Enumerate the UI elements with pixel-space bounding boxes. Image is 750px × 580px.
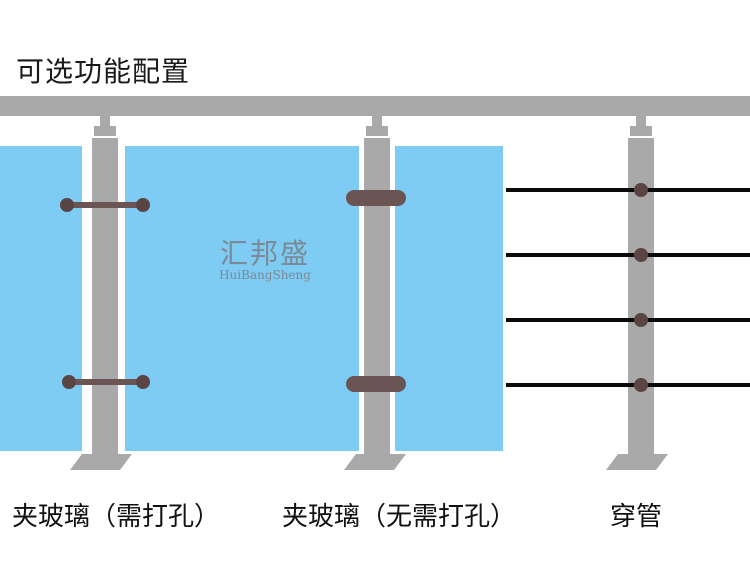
wire-4 xyxy=(506,383,750,387)
clamp-bottom xyxy=(346,376,406,392)
wire-hole xyxy=(634,378,648,392)
wire-3 xyxy=(506,318,750,322)
wire-hole xyxy=(634,313,648,327)
post-3-cap xyxy=(630,126,652,136)
post-1-cap xyxy=(94,126,116,136)
post-2 xyxy=(364,138,390,456)
glass-panel-1 xyxy=(0,146,82,451)
label-clamp-glass-drilled: 夹玻璃（需打孔） xyxy=(12,502,221,532)
drilled-clamp-bolt xyxy=(136,375,150,389)
watermark-en: HuiBangSheng xyxy=(219,268,311,282)
post-1 xyxy=(92,138,118,456)
glass-panel-3 xyxy=(395,146,503,451)
drilled-clamp-bolt xyxy=(136,198,150,212)
page-title: 可选功能配置 xyxy=(16,55,191,88)
drilled-clamp-bolt xyxy=(62,375,76,389)
drilled-clamp-bar-top xyxy=(67,202,143,208)
post-1-base xyxy=(70,454,132,470)
post-3-base xyxy=(606,454,668,470)
top-handrail xyxy=(0,96,750,116)
post-3-neck xyxy=(636,116,646,126)
post-2-base xyxy=(344,454,406,470)
watermark-cn: 汇邦盛 xyxy=(219,237,310,270)
wire-1 xyxy=(506,188,750,192)
label-clamp-glass-no-drill: 夹玻璃（无需打孔） xyxy=(282,502,517,532)
wire-hole xyxy=(634,183,648,197)
glass-panel-2 xyxy=(125,146,359,451)
post-2-cap xyxy=(366,126,388,136)
drilled-clamp-bolt xyxy=(60,198,74,212)
post-2-neck xyxy=(372,116,382,126)
label-through-tube: 穿管 xyxy=(610,502,663,532)
clamp-top xyxy=(346,190,406,206)
wire-hole xyxy=(634,248,648,262)
wire-2 xyxy=(506,253,750,257)
drilled-clamp-bar-bottom xyxy=(67,379,143,385)
post-1-neck xyxy=(100,116,110,126)
